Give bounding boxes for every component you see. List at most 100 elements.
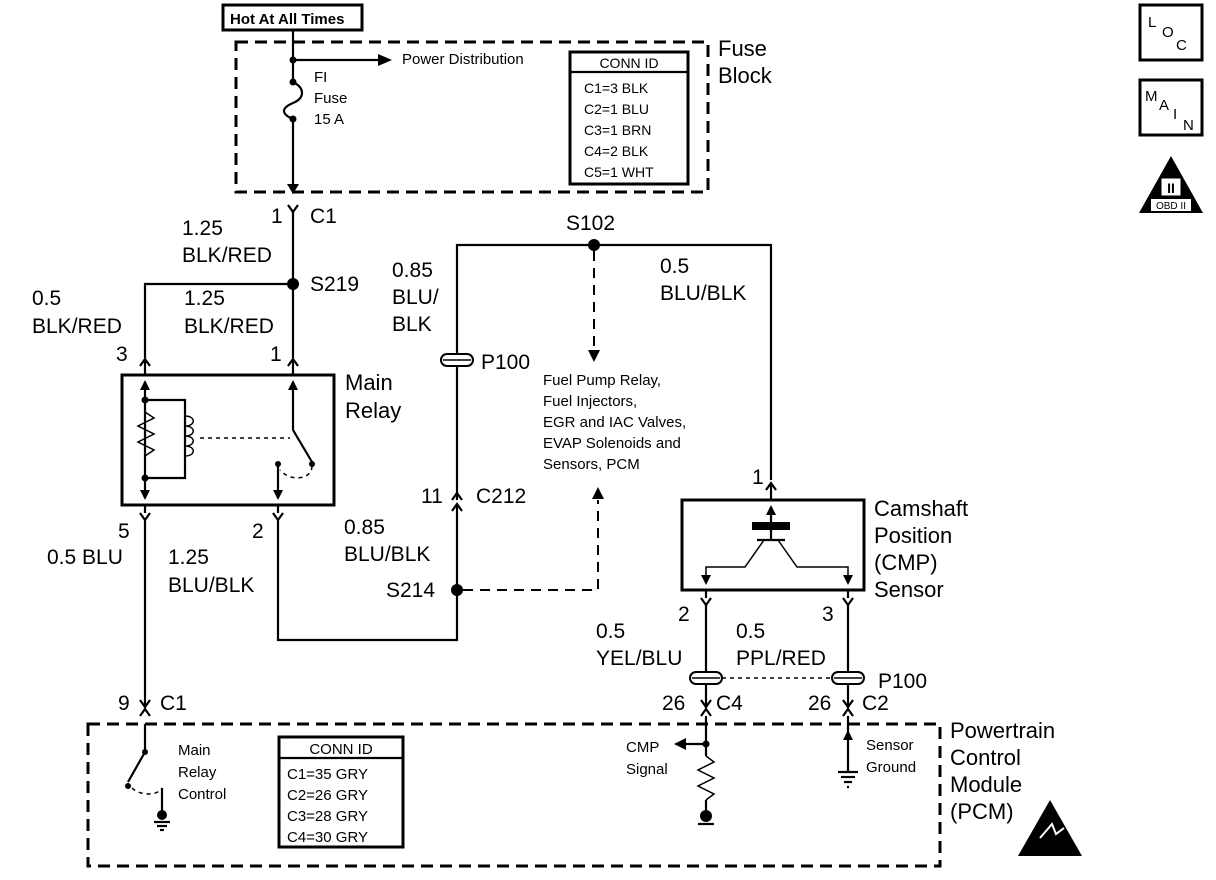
- relay-pin-5: 5: [118, 520, 130, 543]
- obd-icon-label: OBD II: [1156, 201, 1186, 212]
- relay-pin-3: 3: [116, 343, 128, 366]
- fuse-block-outline: [234, 40, 710, 194]
- fuse-label-2: Fuse: [314, 90, 347, 107]
- pcm-conn-title: CONN ID: [309, 741, 373, 758]
- relay-resistor-icon: [136, 411, 156, 457]
- wire-label-color: BLU/BLK: [660, 282, 746, 305]
- wire-label-color: BLU/BLK: [344, 543, 430, 566]
- cmp-sensor-element-icon: [752, 522, 790, 530]
- relay-pin-2: 2: [252, 520, 264, 543]
- cmp-sensor-label: Sensor: [874, 577, 944, 602]
- c212-label: C212: [476, 485, 526, 508]
- cmp-sensor-label: Position: [874, 523, 952, 548]
- cmp-sensor-label: (CMP): [874, 550, 938, 575]
- fuse-out-arrow-icon: [287, 184, 299, 194]
- main-icon-letter: A: [1159, 97, 1169, 114]
- wire-label-color: YEL/BLU: [596, 647, 682, 670]
- pcm-c1-label: C1: [160, 692, 187, 715]
- pcm-label: Module: [950, 772, 1022, 797]
- pcm-c1-pin: 9: [118, 692, 130, 715]
- main-relay-label-1: Main: [345, 370, 393, 395]
- pcm-outline: [86, 722, 942, 868]
- c1-label: C1: [310, 205, 337, 228]
- wire-label-color: BLK/RED: [32, 315, 122, 338]
- cmp-sensor-label: Camshaft: [874, 496, 968, 521]
- fuse-conn-row: C2=1 BLU: [584, 101, 649, 117]
- pcm-label: (PCM): [950, 799, 1014, 824]
- fuse-conn-row: C1=3 BLK: [584, 80, 649, 96]
- cmp-pin-2: 2: [678, 603, 690, 626]
- main-icon-letter: I: [1173, 106, 1177, 123]
- fuse-label-3: 15 A: [314, 111, 344, 128]
- wire-label-gauge: 0.5: [660, 255, 689, 278]
- wire-label-gauge: 1.25: [184, 287, 225, 310]
- obd-icon-numeral: II: [1167, 180, 1175, 196]
- wire-label-05-blu: 0.5 BLU: [47, 546, 123, 569]
- fuel-note-line: Fuel Pump Relay,: [543, 372, 661, 389]
- wire-label-color: BLU/BLK: [168, 574, 254, 597]
- power-distribution-label: Power Distribution: [402, 51, 524, 68]
- pcm-conn-row: C3=28 GRY: [287, 808, 368, 825]
- wire-label-color: BLK/RED: [184, 315, 274, 338]
- relay-pin-1: 1: [270, 343, 282, 366]
- pcm-label: Control: [950, 745, 1021, 770]
- main-relay-box: [120, 373, 336, 507]
- sensor-ground-label: Sensor: [866, 737, 914, 754]
- pcm-main-relay-control-label: Main: [178, 742, 211, 759]
- loc-icon: [1138, 3, 1204, 62]
- esd-warning-icon: [1018, 800, 1082, 856]
- main-relay-label-2: Relay: [345, 398, 401, 423]
- power-dist-arrow-icon: [378, 54, 392, 66]
- fuse-icon: [282, 81, 304, 121]
- cmp-sensor-box: [680, 498, 866, 592]
- main-icon: [1138, 78, 1204, 137]
- p100-label: P100: [481, 351, 530, 374]
- wire-label-gauge: 1.25: [182, 217, 223, 240]
- fuel-note-line: Sensors, PCM: [543, 456, 640, 473]
- relay-switch-contact: [292, 429, 313, 463]
- p100-right-label: P100: [878, 670, 927, 693]
- wire-label-gauge: 0.85: [392, 259, 433, 282]
- pcm-main-relay-control-label: Control: [178, 786, 226, 803]
- sensor-ground-label: Ground: [866, 759, 916, 776]
- wire-label-color: BLU/: [392, 286, 439, 309]
- pcm-conn-row: C4=30 GRY: [287, 829, 368, 846]
- cmp-pin-3: 3: [822, 603, 834, 626]
- pcm-c2-pin: 26: [808, 692, 831, 715]
- fuse-conn-row: C4=2 BLK: [584, 143, 649, 159]
- c1-pin-label: 1: [271, 205, 283, 228]
- main-icon-letter: N: [1183, 117, 1194, 134]
- main-icon-letter: M: [1145, 88, 1158, 105]
- s214-splice: [451, 584, 463, 596]
- cmp-signal-label: CMP: [626, 739, 659, 756]
- pcm-c4-pin: 26: [662, 692, 685, 715]
- fuse-conn-row: C3=1 BRN: [584, 122, 651, 138]
- wire-label-color: BLK/RED: [182, 244, 272, 267]
- s214-label: S214: [386, 579, 435, 602]
- s214-dashed-arrow-icon: [592, 487, 604, 499]
- pcm-ground-icon: [700, 810, 712, 822]
- pcm-conn-row: C1=35 GRY: [287, 766, 368, 783]
- loc-icon-letter: O: [1162, 24, 1174, 41]
- hot-at-all-times-label: Hot At All Times: [230, 11, 344, 28]
- loc-icon-letter: L: [1148, 14, 1156, 31]
- fuse-block-label-1: Fuse: [718, 36, 767, 61]
- pcm-relay-switch: [127, 751, 146, 783]
- pcm-conn-table: [277, 735, 405, 849]
- cmp-signal-label: Signal: [626, 761, 668, 778]
- fuse-label-1: FI: [314, 69, 327, 86]
- wire-label-color: PPL/RED: [736, 647, 826, 670]
- pcm-c4-label: C4: [716, 692, 743, 715]
- fuel-note-line: Fuel Injectors,: [543, 393, 637, 410]
- loc-icon-letter: C: [1176, 37, 1187, 54]
- fuse-block-label-2: Block: [718, 63, 773, 88]
- fuel-note-line: EGR and IAC Valves,: [543, 414, 686, 431]
- c212-pin-label: 11: [421, 485, 443, 508]
- s102-dashed-arrow-icon: [588, 350, 600, 362]
- pcm-label: Powertrain: [950, 718, 1055, 743]
- wire-label-gauge: 0.85: [344, 516, 385, 539]
- wire-label-gauge: 1.25: [168, 546, 209, 569]
- fuel-note-line: EVAP Solenoids and: [543, 435, 681, 452]
- pcm-resistor-icon: [696, 755, 716, 801]
